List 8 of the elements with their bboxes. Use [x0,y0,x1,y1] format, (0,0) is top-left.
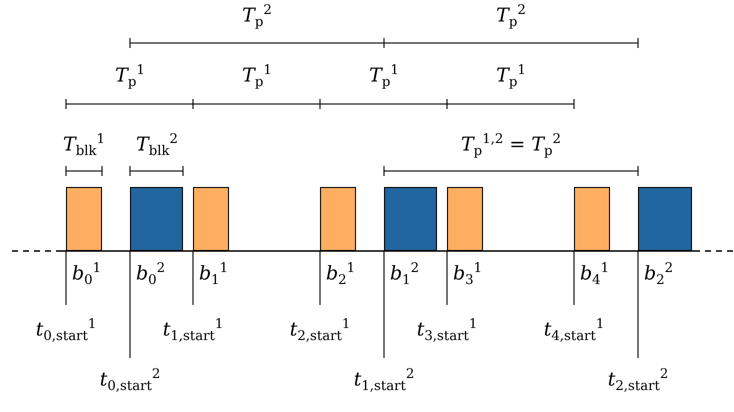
data-block [574,187,610,251]
data-block [384,187,437,251]
data-block [447,187,483,251]
data-block [193,187,229,251]
data-block [638,187,692,251]
data-block [130,187,183,251]
data-block [66,187,102,251]
data-block [320,187,356,251]
